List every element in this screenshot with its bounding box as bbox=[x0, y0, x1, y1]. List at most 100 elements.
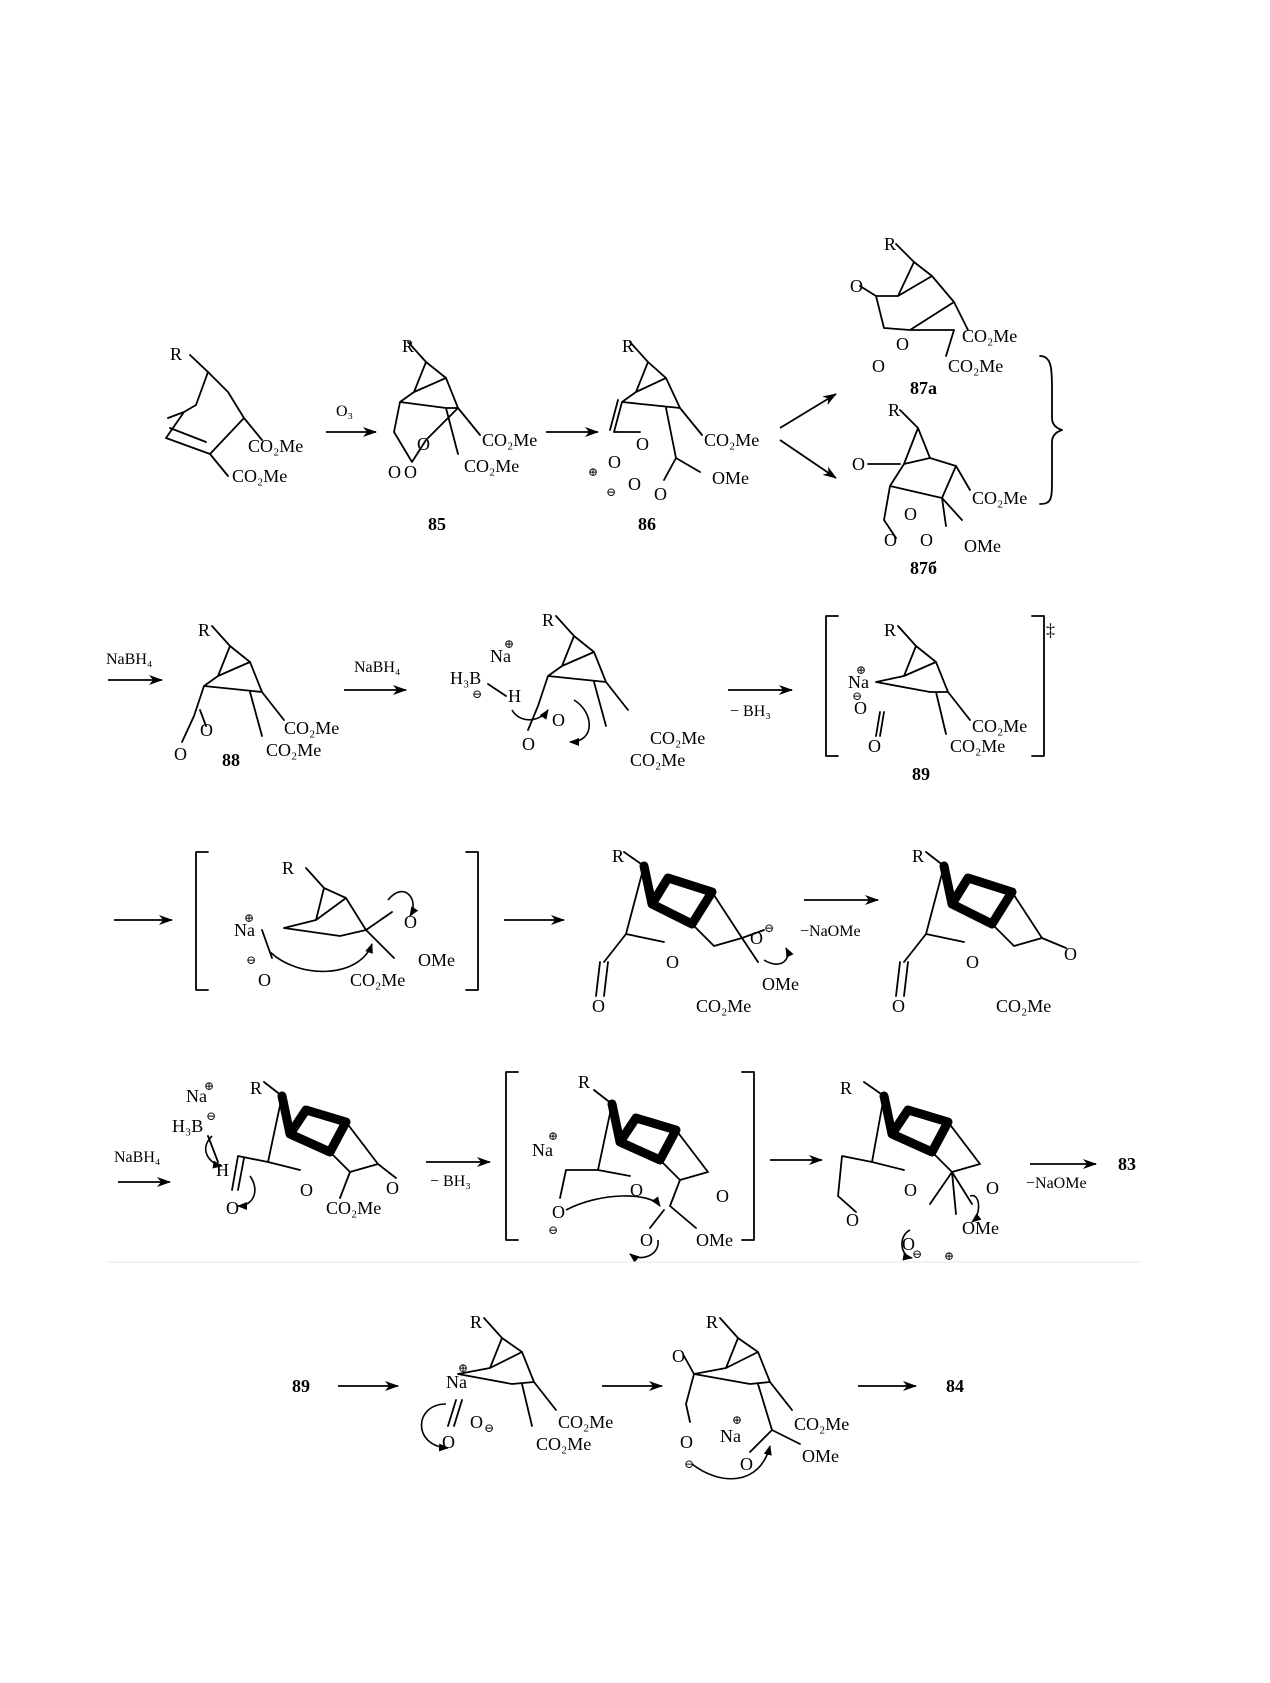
positive-charge: ⊕ bbox=[856, 663, 866, 677]
oxygen-label: O bbox=[608, 452, 621, 472]
oxygen-label: O bbox=[884, 530, 897, 550]
oxygen-label: O bbox=[716, 1186, 729, 1206]
oxygen-label: O bbox=[628, 474, 641, 494]
oxygen-label: O bbox=[872, 356, 885, 376]
oxygen-label: O bbox=[386, 1178, 399, 1198]
compound-number-87a: 87a bbox=[910, 378, 937, 398]
oxygen-label: O bbox=[592, 996, 605, 1016]
r-label: R bbox=[402, 336, 414, 356]
oxygen-label: O bbox=[846, 1210, 859, 1230]
ester-label: CO₂Me bbox=[558, 1412, 613, 1432]
negative-charge: ⊖ bbox=[548, 1223, 558, 1237]
starting-norbornene-diester: R CO₂Me CO₂Me bbox=[165, 344, 303, 486]
sodium-label: Na bbox=[490, 646, 511, 666]
negative-charge: ⊖ bbox=[764, 921, 774, 935]
ester-label: CO₂Me bbox=[350, 970, 405, 990]
ester-label: CO₂Me bbox=[794, 1414, 849, 1434]
oxygen-label: O bbox=[896, 334, 909, 354]
oxygen-label: O bbox=[854, 698, 867, 718]
oxygen-label: O bbox=[750, 928, 763, 948]
ester-label: CO₂Me bbox=[948, 356, 1003, 376]
methoxy-label: OMe bbox=[762, 974, 799, 994]
oxygen-label: O bbox=[258, 970, 271, 990]
lactone-aldehyde: R O O O CO₂Me bbox=[892, 846, 1077, 1016]
negative-charge: ⊖ bbox=[684, 1457, 694, 1471]
methoxy-label: OMe bbox=[696, 1230, 733, 1250]
r-label: R bbox=[250, 1078, 262, 1098]
r-label: R bbox=[884, 620, 896, 640]
oxygen-label: O bbox=[417, 434, 430, 454]
oxygen-label: O bbox=[904, 1180, 917, 1200]
hemiacetal-alkoxide: R O Na ⊕ O ⊖ O CO₂Me OMe bbox=[672, 1312, 849, 1480]
reagent-minus-bh3: − BH₃ bbox=[430, 1173, 471, 1190]
oxygen-label: O bbox=[740, 1454, 753, 1474]
reagent-nabh4: NaBH₄ bbox=[114, 1149, 161, 1166]
oxygen-label: O bbox=[666, 952, 679, 972]
negative-charge: ⊖ bbox=[912, 1247, 922, 1261]
r-label: R bbox=[706, 1312, 718, 1332]
hydride-label: H bbox=[216, 1160, 229, 1180]
borane-label: H₃B bbox=[450, 668, 481, 688]
ester-label: CO₂Me bbox=[232, 466, 287, 486]
methoxy-label: OMe bbox=[962, 1218, 999, 1238]
primary-ozonide: R O O O CO₂Me CO₂Me bbox=[388, 336, 537, 482]
oxygen-label: O bbox=[404, 912, 417, 932]
ester-label: CO₂Me bbox=[950, 736, 1005, 756]
negative-charge: ⊖ bbox=[852, 689, 862, 703]
oxygen-label: O bbox=[470, 1412, 483, 1432]
secondary-ozonide-a: R O O O CO₂Me CO₂Me bbox=[850, 234, 1017, 376]
oxygen-label: O bbox=[904, 504, 917, 524]
oxygen-label: O bbox=[654, 484, 667, 504]
oxygen-label: O bbox=[174, 744, 187, 764]
ester-label: CO₂Me bbox=[482, 430, 537, 450]
alkoxide-lactone-intermediate: R Na ⊕ O ⊖ O O O OMe bbox=[505, 1071, 755, 1263]
oxygen-label: O bbox=[868, 736, 881, 756]
ester-label: CO₂Me bbox=[650, 728, 705, 748]
negative-charge: ⊖ bbox=[246, 953, 256, 967]
methoxy-label: OMe bbox=[418, 950, 455, 970]
oxygen-label: O bbox=[442, 1432, 455, 1452]
ester-label: CO₂Me bbox=[996, 996, 1051, 1016]
reagent-minus-bh3: − BH₃ bbox=[730, 703, 771, 720]
oxygen-label: O bbox=[552, 710, 565, 730]
reagent-nabh4: NaBH₄ bbox=[106, 651, 153, 668]
reagent-nabh4: NaBH₄ bbox=[354, 659, 401, 676]
ester-label: CO₂Me bbox=[704, 430, 759, 450]
negative-charge: ⊖ bbox=[206, 1109, 216, 1123]
r-label: R bbox=[198, 620, 210, 640]
ester-label: CO₂Me bbox=[284, 718, 339, 738]
r-label: R bbox=[888, 400, 900, 420]
positive-charge: ⊕ bbox=[548, 1129, 558, 1143]
r-label: R bbox=[622, 336, 634, 356]
reaction-arrow-down bbox=[779, 439, 837, 479]
second-hydride-attack: Na ⊕ H₃B ⊖ H R O O O CO₂Me bbox=[172, 1078, 399, 1218]
tetrahedral-intermediate: R O O O ⊖ OMe CO₂Me bbox=[592, 846, 799, 1016]
oxygen-label: O bbox=[388, 462, 401, 482]
secondary-ozonide-b: R O O O O CO₂Me OMe bbox=[852, 400, 1027, 556]
oxygen-label: O bbox=[892, 996, 905, 1016]
oxygen-label: O bbox=[552, 1202, 565, 1222]
hydride-label: H bbox=[508, 686, 521, 706]
carbonyl-oxide-intermediate: R O O O O ⊕ ⊖ CO₂Me OMe bbox=[588, 336, 759, 504]
oxygen-label: O bbox=[966, 952, 979, 972]
positive-charge: ⊕ bbox=[458, 1361, 468, 1375]
oxygen-label: O bbox=[680, 1432, 693, 1452]
sodium-label: Na bbox=[848, 672, 869, 692]
dialdehyde-88: R O O CO₂Me CO₂Me bbox=[174, 620, 339, 764]
positive-charge: ⊕ bbox=[944, 1249, 954, 1263]
compound-number-85: 85 bbox=[428, 514, 446, 534]
r-label: R bbox=[470, 1312, 482, 1332]
r-label: R bbox=[912, 846, 924, 866]
methoxy-label: OMe bbox=[964, 536, 1001, 556]
negative-charge: ⊖ bbox=[472, 687, 482, 701]
positive-charge: ⊕ bbox=[588, 465, 598, 479]
oxygen-label: O bbox=[850, 276, 863, 296]
ester-label: CO₂Me bbox=[630, 750, 685, 770]
r-label: R bbox=[282, 858, 294, 878]
sodium-label: Na bbox=[186, 1086, 207, 1106]
reagent-minus-naome: −NaOMe bbox=[1026, 1175, 1087, 1192]
compound-number-83: 83 bbox=[1118, 1154, 1136, 1174]
reaction-arrow-up bbox=[779, 393, 837, 429]
sodium-label: Na bbox=[532, 1140, 553, 1160]
ester-label: CO₂Me bbox=[326, 1198, 381, 1218]
